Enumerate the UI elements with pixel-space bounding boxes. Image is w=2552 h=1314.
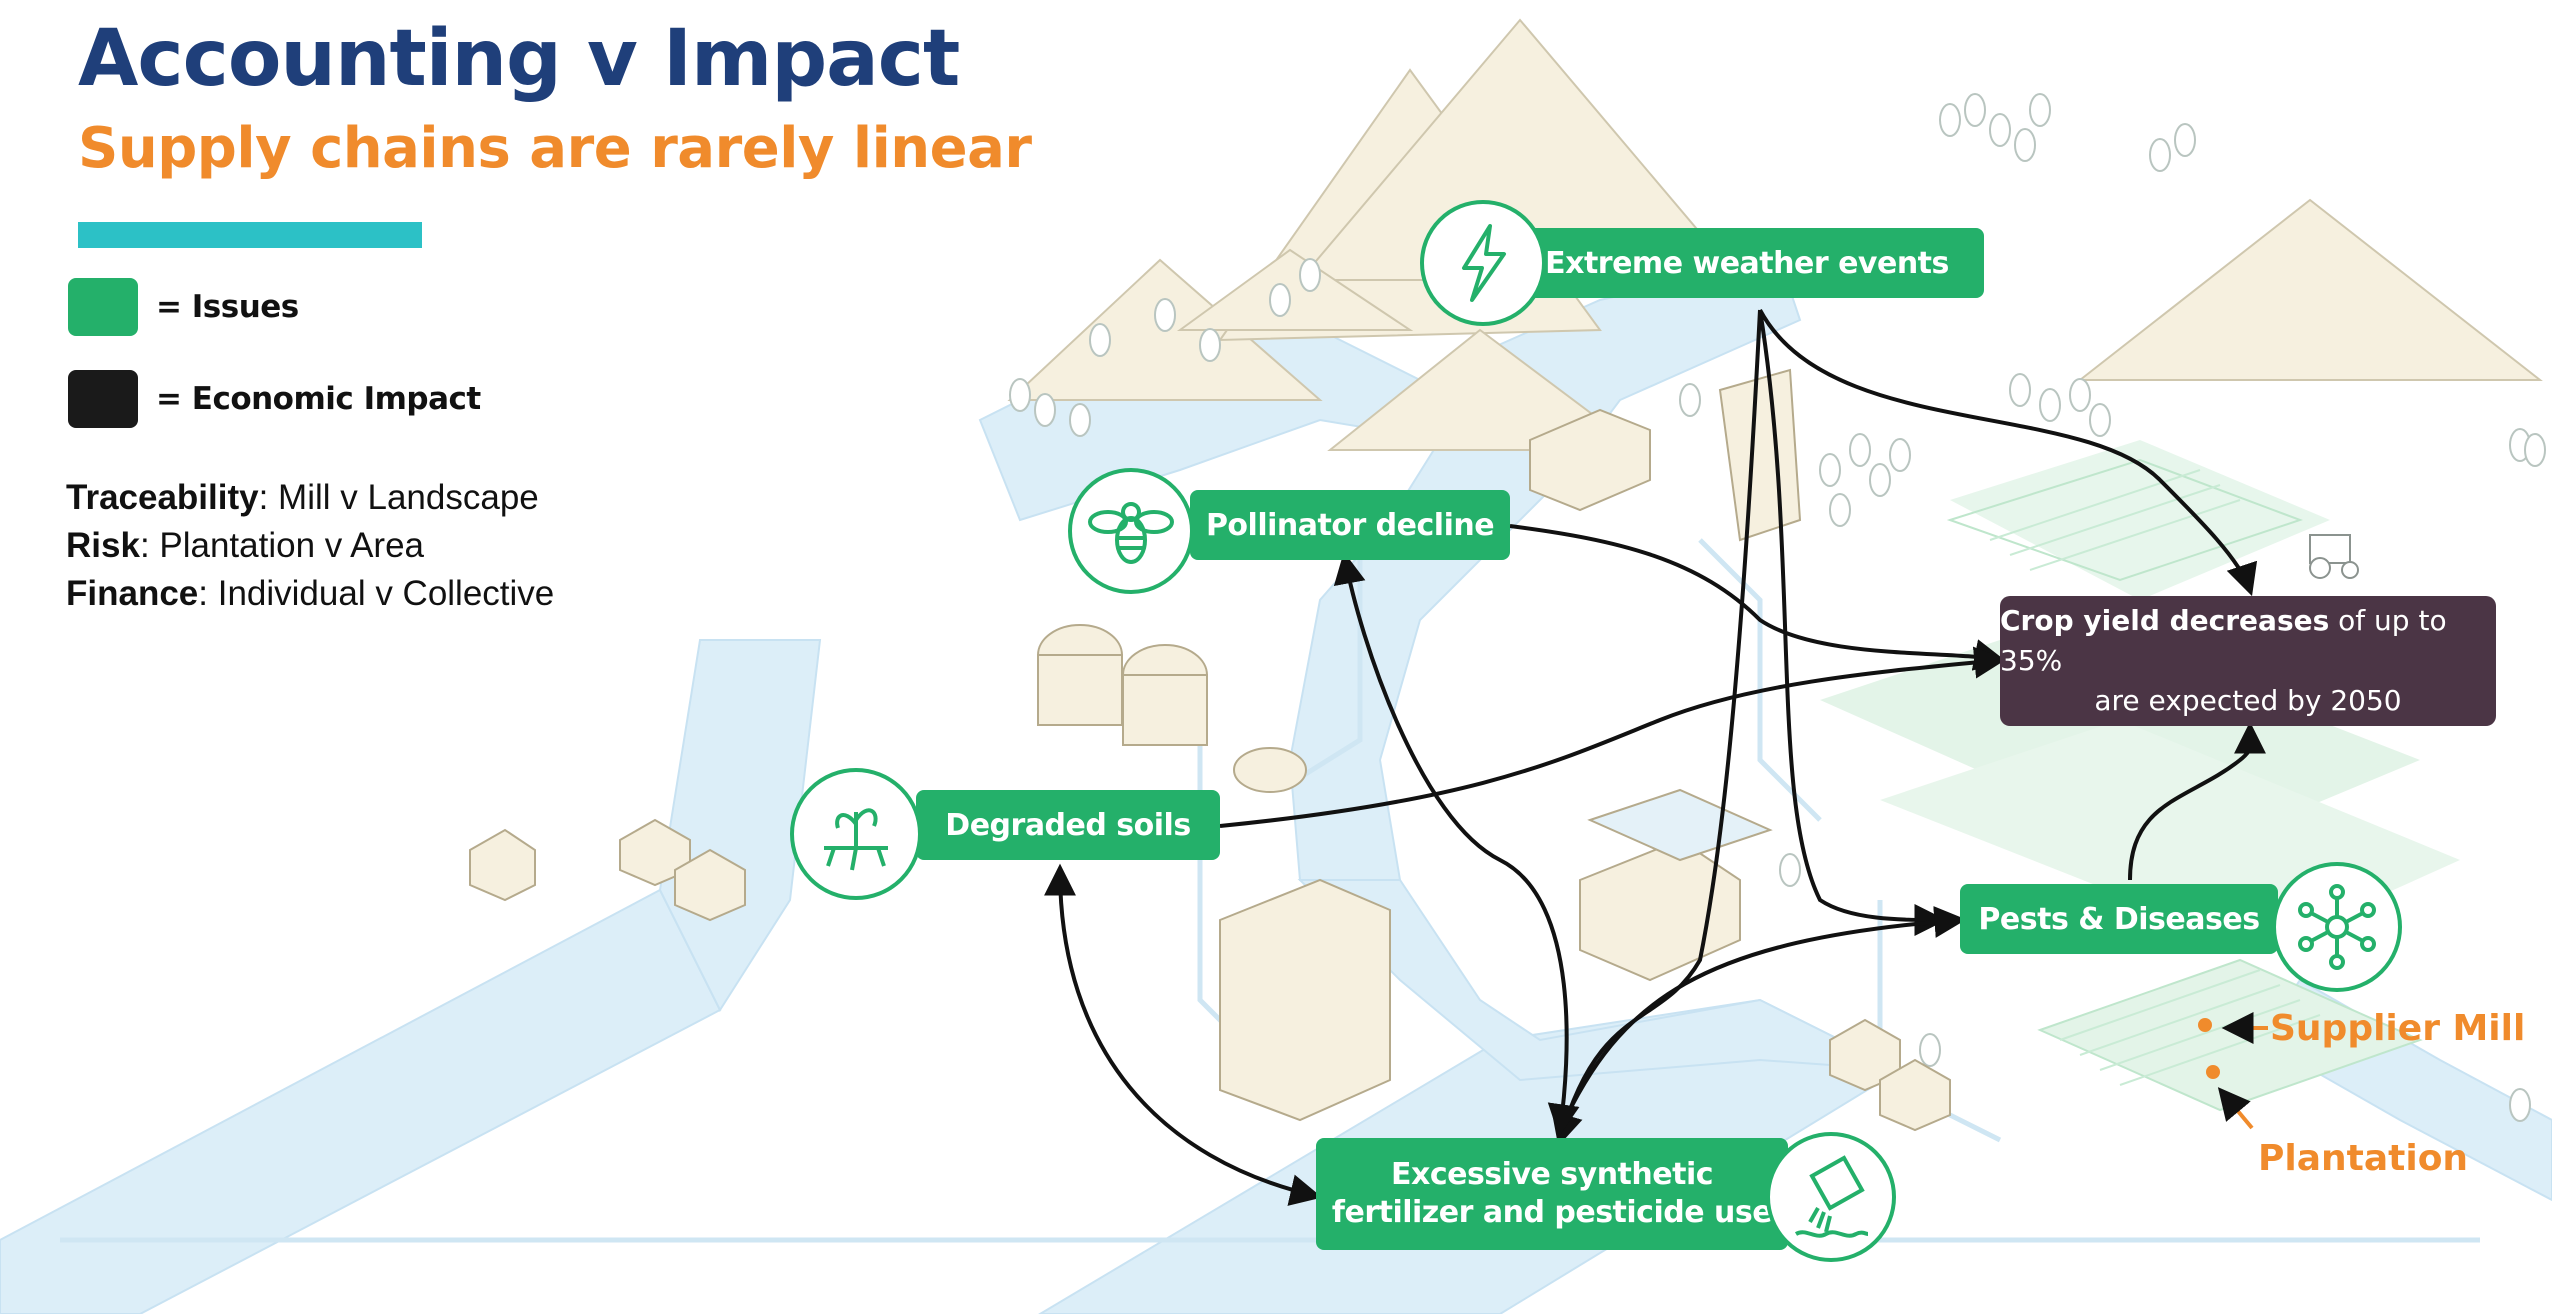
finance-key: Finance (66, 574, 199, 613)
node-pests-diseases: Pests & Diseases (1960, 884, 2278, 954)
arrow-soils-fertilizer (1044, 863, 1323, 1206)
legend-issues: = Issues (68, 278, 299, 336)
economic-impact-swatch (68, 370, 138, 428)
node-pests-label: Pests & Diseases (1978, 901, 2260, 937)
issues-swatch (68, 278, 138, 336)
arrow-weather-to-impact (1758, 309, 2258, 597)
risk-key: Risk (66, 526, 140, 565)
node-extreme-weather-label: Extreme weather events (1545, 245, 1949, 281)
mountains (1007, 18, 2543, 451)
supplier-mill-label: Supplier Mill (2270, 1008, 2526, 1049)
plantation-label: Plantation (2258, 1138, 2469, 1179)
arrow-weather-to-fertilizer (1551, 309, 1762, 1147)
framework-info: Traceability: Mill v Landscape Risk: Pla… (66, 474, 554, 618)
traceability-key: Traceability (66, 478, 259, 517)
legend-economic-impact: = Economic Impact (68, 370, 481, 428)
arrow-fertilizer-to-pests (1558, 906, 1967, 1131)
lightning-bolt-icon (1420, 200, 1546, 326)
node-fertilizer-line1: Excessive synthetic (1390, 1157, 1714, 1192)
bag-pouring-icon (1766, 1132, 1896, 1262)
node-extreme-weather: Extreme weather events (1510, 228, 1984, 298)
finance-line: Finance: Individual v Collective (66, 570, 554, 618)
node-degraded-soils: Degraded soils (916, 790, 1220, 860)
location-markers (2198, 1012, 2268, 1130)
node-fertilizer-line2: fertilizer and pesticide use (1331, 1195, 1773, 1230)
connector-arrows (1044, 309, 2267, 1206)
arrow-pollinator-fertilizer (1333, 551, 1580, 1137)
node-pollinator-decline: Pollinator decline (1190, 490, 1510, 560)
arrow-pests-to-impact (2128, 721, 2267, 881)
traceability-line: Traceability: Mill v Landscape (66, 474, 554, 522)
tractor (2309, 534, 2359, 579)
traceability-value: : Mill v Landscape (258, 478, 539, 517)
network-hub-icon (2272, 862, 2402, 992)
finance-value: : Individual v Collective (198, 574, 555, 613)
plant-roots-icon (790, 768, 922, 900)
issues-legend-label: = Issues (156, 289, 299, 325)
impact-rest-text: of up to 35% (2000, 604, 2447, 677)
impact-bold-text: Crop yield decreases (2000, 604, 2330, 637)
node-excessive-fertilizer: Excessive synthetic fertilizer and pesti… (1316, 1138, 1788, 1250)
impact-line2: are expected by 2050 (2094, 684, 2402, 717)
arrow-pollinator-to-impact (1509, 524, 2007, 671)
page-subtitle: Supply chains are rarely linear (78, 116, 1032, 181)
economic-impact-box: Crop yield decreases of up to 35% are ex… (2000, 596, 2496, 726)
node-degraded-soils-label: Degraded soils (945, 807, 1191, 843)
arrow-weather-to-pests (1758, 309, 1947, 936)
economic-impact-legend-label: = Economic Impact (156, 381, 481, 417)
accent-bar (78, 222, 422, 248)
bee-icon (1068, 468, 1194, 594)
node-pollinator-label: Pollinator decline (1205, 507, 1495, 543)
risk-line: Risk: Plantation v Area (66, 522, 554, 570)
trees (1009, 93, 2546, 1122)
impact-line1: Crop yield decreases of up to 35% (2000, 601, 2496, 681)
risk-value: : Plantation v Area (139, 526, 425, 565)
page-title: Accounting v Impact (78, 14, 960, 104)
